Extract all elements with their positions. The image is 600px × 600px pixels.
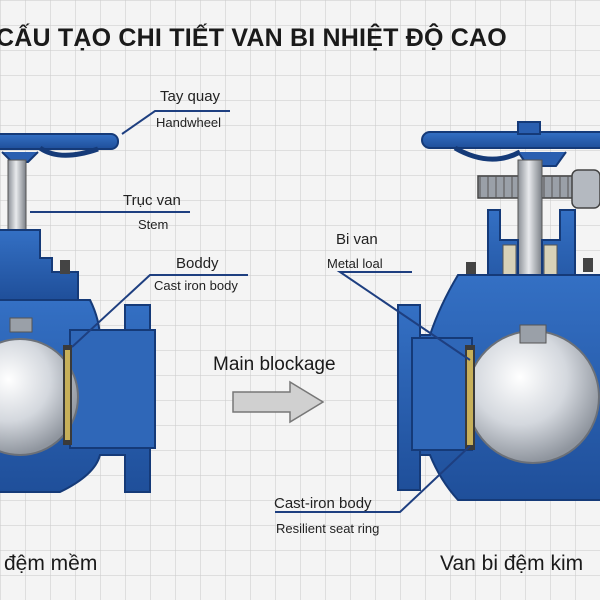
page-title: CẤU TẠO CHI TIẾT VAN BI NHIỆT ĐỘ CAO	[0, 24, 507, 52]
handwheel-label-en: Handwheel	[156, 115, 222, 130]
stem-label-vi: Trục van	[123, 192, 181, 209]
right-valve	[397, 121, 600, 501]
ball-label-vi: Bi van	[336, 231, 378, 248]
left-valve	[0, 133, 156, 493]
seat-label-en: Resilient seat ring	[276, 521, 380, 536]
body-label-en: Cast iron body	[154, 278, 238, 293]
leader-lines	[30, 110, 471, 513]
right-caption: Van bi đệm kim	[440, 552, 584, 575]
left-caption: đệm mềm	[4, 552, 98, 575]
flow-arrow	[232, 380, 325, 424]
left-handwheel	[0, 133, 119, 163]
body-label-vi: Boddy	[176, 255, 219, 272]
stem-label-en: Stem	[138, 217, 169, 232]
handwheel-label-vi: Tay quay	[160, 88, 221, 105]
seat-label-vi: Cast-iron body	[274, 495, 372, 512]
ball-label-en: Metal loal	[327, 256, 383, 271]
left-ball	[0, 338, 79, 456]
flow-label: Main blockage	[213, 354, 336, 375]
right-handwheel	[421, 121, 600, 167]
